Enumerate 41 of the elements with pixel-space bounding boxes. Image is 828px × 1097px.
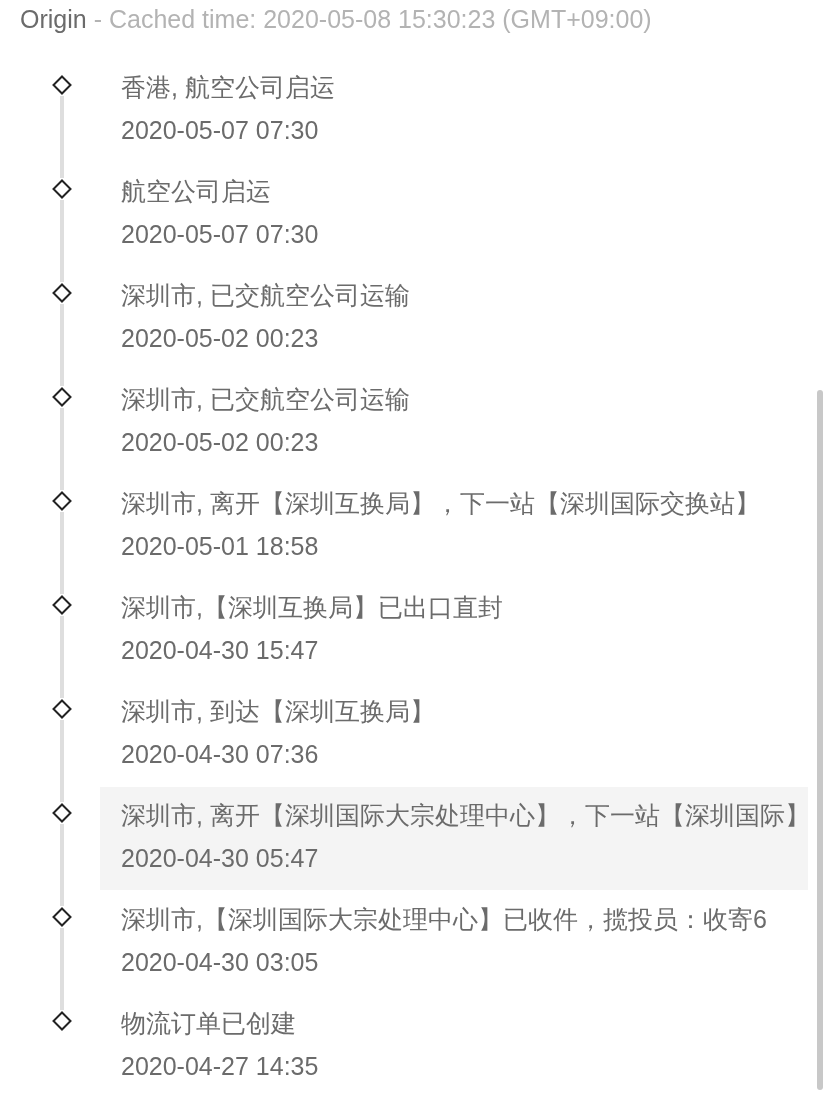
diamond-marker [52,179,72,199]
event-text: 深圳市,【深圳国际大宗处理中心】已收件，揽投员：收寄6 [121,904,767,935]
diamond-marker [52,491,72,511]
timestamp: 2020-05-02 00:23 [121,323,319,354]
timeline-line [60,824,64,906]
timeline-line [60,616,64,698]
diamond-marker [52,595,72,615]
event-text: 深圳市, 到达【深圳互换局】 [121,696,435,727]
diamond-marker [52,803,72,823]
event-text: 香港, 航空公司启运 [121,72,335,103]
timeline-line [60,96,64,178]
diamond-marker [52,699,72,719]
timestamp: 2020-04-30 03:05 [121,947,319,978]
event-text: 物流订单已创建 [121,1008,296,1039]
timestamp: 2020-04-27 14:35 [121,1051,319,1082]
diamond-marker [52,387,72,407]
event-text: 航空公司启运 [121,176,271,207]
timestamp: 2020-05-01 18:58 [121,531,319,562]
cached-time-text: - Cached time: 2020-05-08 15:30:23 (GMT+09:00) [93,5,652,33]
event-text: 深圳市, 离开【深圳互换局】，下一站【深圳国际交换站】 [121,488,760,519]
event-text: 深圳市,【深圳互换局】已出口直封 [121,592,503,623]
timeline-line [60,720,64,802]
timestamp: 2020-04-30 07:36 [121,739,319,770]
timestamp: 2020-04-30 15:47 [121,635,319,666]
event-text: 深圳市, 已交航空公司运输 [121,384,410,415]
timestamp: 2020-05-07 07:30 [121,115,319,146]
timestamp: 2020-05-07 07:30 [121,219,319,250]
diamond-marker [52,1011,72,1031]
diamond-marker [52,75,72,95]
timeline-line [60,408,64,490]
timeline-line [60,928,64,1010]
diamond-marker [52,907,72,927]
diamond-marker [52,283,72,303]
timeline-line [60,512,64,594]
event-text: 深圳市, 已交航空公司运输 [121,280,410,311]
heading: Origin [20,5,87,33]
event-text: 深圳市, 离开【深圳国际大宗处理中心】，下一站【深圳国际】 [121,800,810,831]
timeline-line [60,304,64,386]
timestamp: 2020-04-30 05:47 [121,843,319,874]
timeline-line [60,200,64,282]
timestamp: 2020-05-02 00:23 [121,427,319,458]
